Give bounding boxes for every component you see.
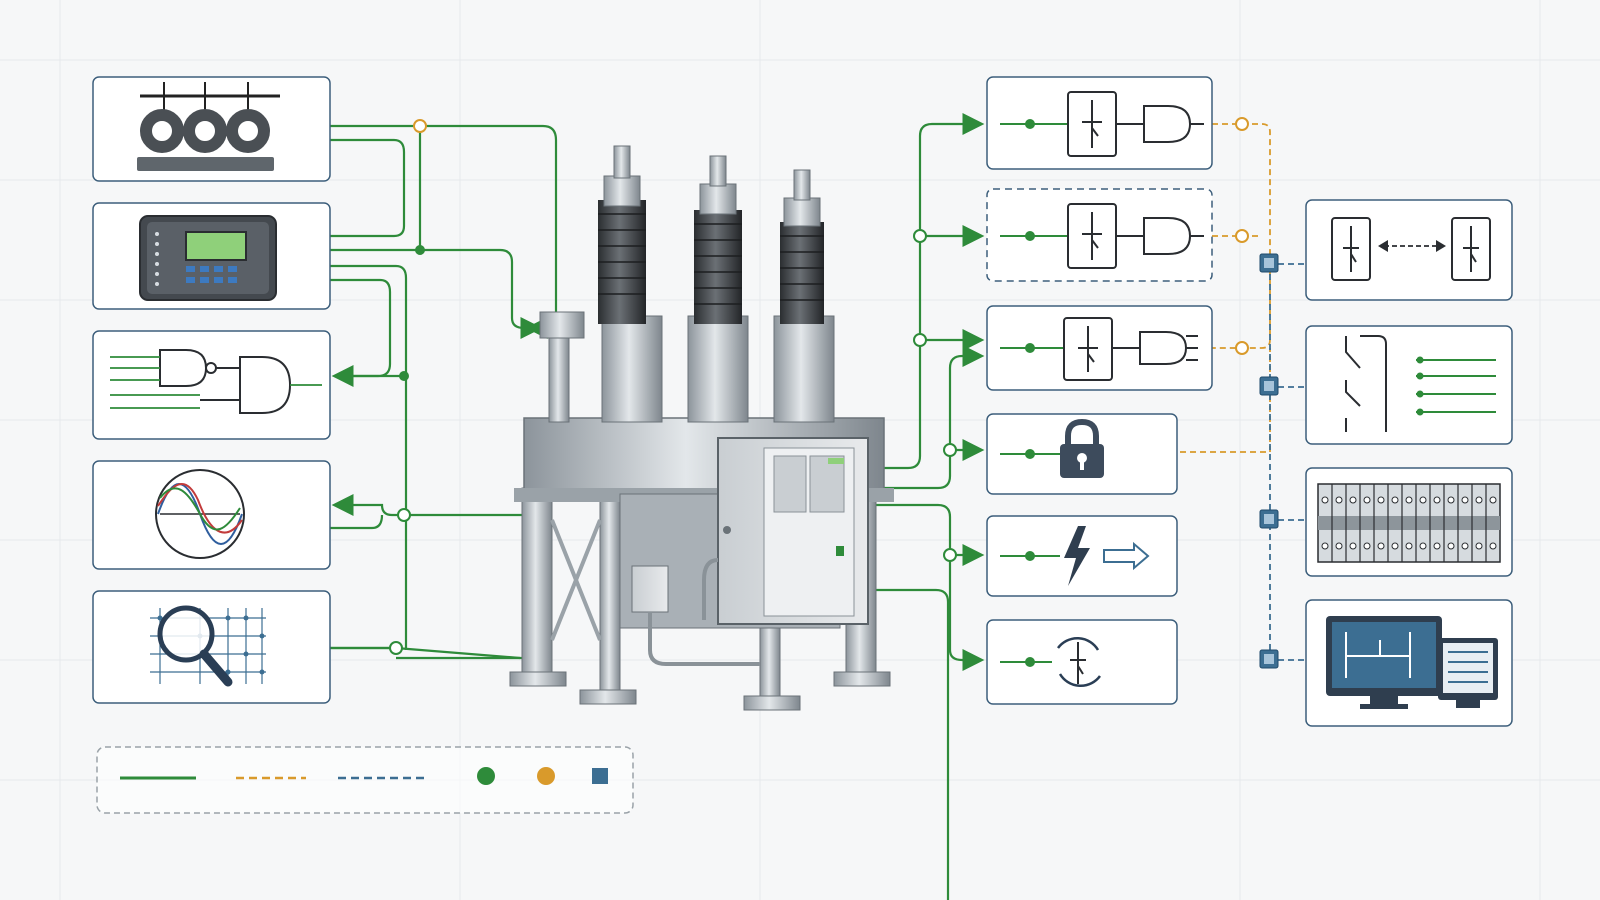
legend bbox=[96, 746, 634, 814]
right-panels bbox=[986, 76, 1213, 705]
control-hollow-nodes bbox=[389, 229, 957, 655]
communication-wires bbox=[1269, 263, 1306, 661]
communication-node-legend-icon bbox=[592, 768, 608, 784]
transfer-scheme-icon bbox=[1331, 217, 1491, 281]
control-node-legend-icon bbox=[477, 767, 495, 785]
interlock-node-legend-icon bbox=[537, 767, 555, 785]
logic-gate-inputs bbox=[110, 356, 322, 409]
control-nodes bbox=[399, 245, 425, 381]
reclose-icon bbox=[1000, 636, 1102, 688]
communication-nodes bbox=[1259, 253, 1279, 669]
close-logic-icon bbox=[1000, 91, 1204, 157]
trip-output-icon bbox=[1000, 526, 1150, 586]
protection-relay-icon bbox=[139, 215, 277, 301]
interlock-logic-icon bbox=[1000, 317, 1198, 381]
interlock-nodes bbox=[1235, 117, 1249, 355]
waveform-icon bbox=[155, 469, 245, 559]
lockout-icon bbox=[1000, 418, 1104, 478]
fault-analysis-icon bbox=[150, 605, 266, 687]
logic-gates-icon bbox=[159, 349, 292, 414]
scada-hmi-icon bbox=[1326, 616, 1498, 709]
breaker-failure-icon bbox=[1345, 335, 1496, 432]
terminal-block-icon bbox=[1317, 483, 1501, 563]
circuit-breaker-icon bbox=[509, 145, 894, 711]
current-transformers-icon bbox=[137, 82, 280, 171]
interlock-hollow-node bbox=[413, 119, 427, 133]
interlock-wires bbox=[1180, 123, 1271, 453]
trip-logic-icon bbox=[1000, 203, 1204, 269]
